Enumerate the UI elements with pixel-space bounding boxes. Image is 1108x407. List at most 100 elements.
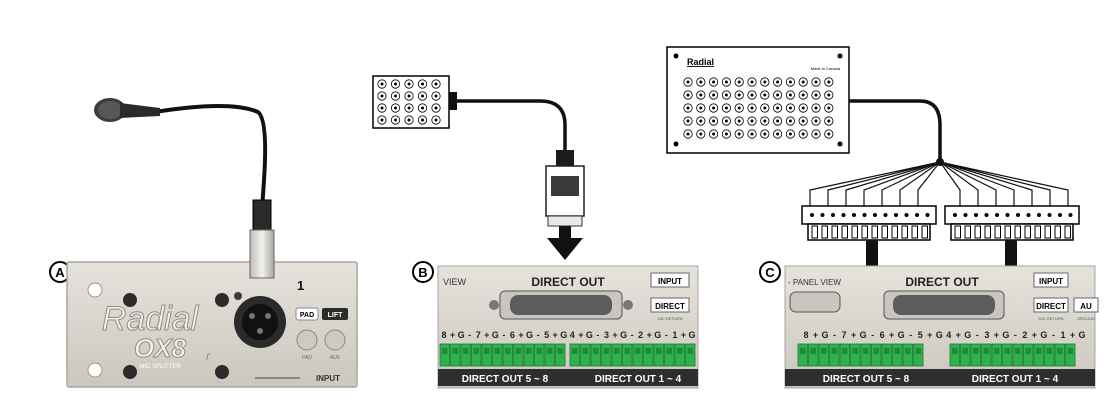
screw-terminal <box>850 343 861 367</box>
screw-terminal <box>544 343 555 367</box>
pad-switch[interactable] <box>296 329 318 351</box>
db25-port-c[interactable] <box>883 290 1005 320</box>
pin-label: 8 <box>803 330 808 340</box>
pin-label: G <box>936 330 943 340</box>
pin-label: - <box>976 330 979 340</box>
pin-label: G <box>898 330 905 340</box>
screw-terminal <box>513 343 524 367</box>
pin-label: - <box>1052 330 1055 340</box>
ground-label-c: GROUND <box>1077 316 1095 321</box>
group-left-label-c: DIRECT OUT 5 ~ 8 <box>823 374 910 385</box>
snake-panel-icon: Radial Made in Canada <box>666 46 850 154</box>
pin-label: 6 <box>880 330 885 340</box>
fanout-connector-icon <box>801 205 1080 241</box>
screw-terminal <box>871 343 882 367</box>
screw-terminal <box>913 343 924 367</box>
panel-c-marker: C <box>759 261 781 283</box>
panel-b: B VIEW DIRECT OUT <box>372 75 699 389</box>
pin-label: G <box>620 330 627 340</box>
pin-label: + <box>1070 330 1075 340</box>
group-right-label-c: DIRECT OUT 1 ~ 4 <box>972 374 1059 385</box>
pad-label-box <box>295 307 319 321</box>
screw-terminal <box>818 343 829 367</box>
group-left-label-b: DIRECT OUT 5 ~ 8 <box>462 374 549 385</box>
screw-terminal <box>481 343 492 367</box>
screw-terminal <box>981 343 992 367</box>
xlr-input-jack[interactable] <box>234 292 286 348</box>
screw-terminal <box>601 343 612 367</box>
screw-terminal <box>632 343 643 367</box>
pin-label: 7 <box>842 330 847 340</box>
snake-small-label: Made in Canada <box>811 66 841 71</box>
model-suffix-text: r <box>206 349 211 363</box>
pin-label: - <box>468 330 471 340</box>
pin-label: + <box>484 330 489 340</box>
screw-terminal <box>960 343 971 367</box>
screw-terminal <box>450 343 461 367</box>
screw-terminal <box>970 343 981 367</box>
input-label-box-b <box>650 272 690 288</box>
pin-label: 5 <box>918 330 923 340</box>
db25-port-b[interactable] <box>489 290 633 320</box>
snake-panel-xlr-grid <box>683 77 834 139</box>
screw-terminal <box>949 343 960 367</box>
brand-logo-text: Radial <box>102 300 200 338</box>
fanout-wires <box>809 161 1069 206</box>
screw-terminal <box>580 343 591 367</box>
screw-terminal <box>523 343 534 367</box>
screw-terminal <box>860 343 871 367</box>
screw-terminal <box>808 343 819 367</box>
screw-terminal <box>569 343 580 367</box>
pin-label: - <box>1014 330 1017 340</box>
mic-return-label-b: MIC RETURN <box>657 316 682 321</box>
screw-terminal <box>1044 343 1055 367</box>
terminal-blocks-b <box>439 343 696 367</box>
pin-label: G <box>560 330 567 340</box>
pin-label: - <box>871 330 874 340</box>
pin-label: G <box>822 330 829 340</box>
panel-c: C Radial Made in Canada <box>666 46 1099 389</box>
screw-terminal <box>902 343 913 367</box>
screw-terminal <box>471 343 482 367</box>
pin-label: + <box>578 330 583 340</box>
mic-return-label-c: MIC RETURN <box>1038 316 1063 321</box>
pin-label: 1 <box>672 330 677 340</box>
lift-switch[interactable] <box>324 329 346 351</box>
screw-terminal <box>1002 343 1013 367</box>
pin-label: + <box>553 330 558 340</box>
pin-label: - <box>537 330 540 340</box>
pin-label: + <box>612 330 617 340</box>
microphone-icon <box>94 98 268 211</box>
group-right-label-b: DIRECT OUT 1 ~ 4 <box>595 374 682 385</box>
screw-terminal <box>664 343 675 367</box>
aux-label-box-c <box>1073 297 1099 313</box>
screw-terminal <box>502 343 513 367</box>
pin-label: 8 <box>441 330 446 340</box>
screw-terminal <box>590 343 601 367</box>
screw-terminal <box>555 343 566 367</box>
pin-label: + <box>994 330 999 340</box>
screw-terminal <box>881 343 892 367</box>
pin-label: - <box>596 330 599 340</box>
xlr-connector-icon <box>249 199 275 279</box>
input-section-label: INPUT <box>316 374 340 383</box>
pin-label: G <box>1040 330 1047 340</box>
db25-connector-icon <box>545 150 585 227</box>
screw-terminal <box>674 343 685 367</box>
screw-terminal <box>1023 343 1034 367</box>
pin-label: G <box>654 330 661 340</box>
pin-label: 3 <box>604 330 609 340</box>
pin-label: 4 <box>946 330 951 340</box>
direct-out-label-c: DIRECT OUT <box>905 275 979 289</box>
pin-label: 6 <box>510 330 515 340</box>
panel-b-letter: B <box>418 265 427 280</box>
pin-label: - <box>833 330 836 340</box>
model-text: OX8 <box>134 333 187 363</box>
screw-terminal <box>991 343 1002 367</box>
screw-terminal <box>534 343 545 367</box>
direct-label-box-c <box>1033 297 1069 313</box>
lift-label-box <box>322 308 348 320</box>
direct-label-b: DIRECT <box>655 302 685 311</box>
screw-terminal <box>1054 343 1065 367</box>
